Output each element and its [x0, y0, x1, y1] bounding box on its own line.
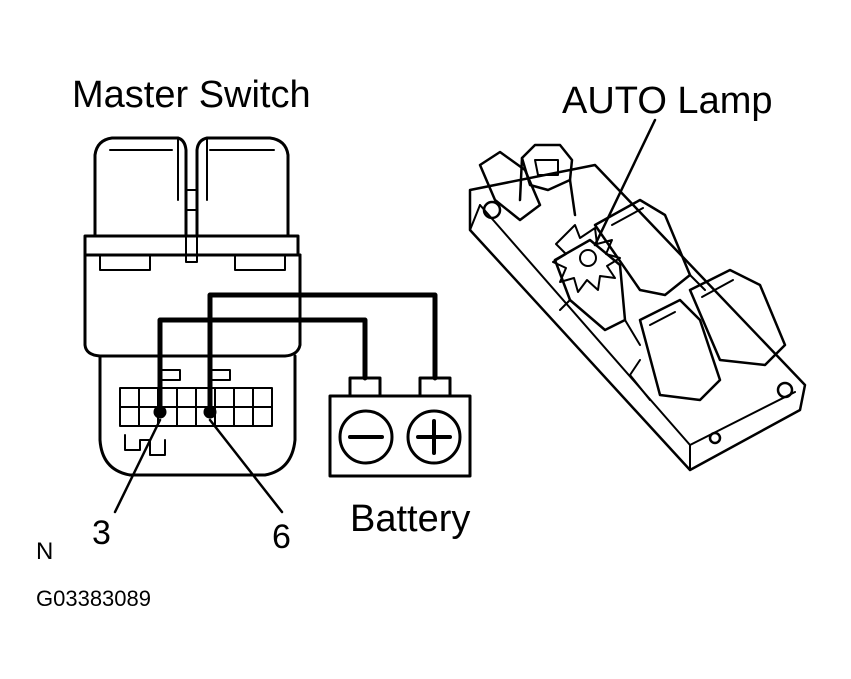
switch-assembly-drawing: [468, 143, 807, 472]
master-switch-label: Master Switch: [72, 74, 311, 116]
battery-drawing: [328, 376, 472, 478]
terminal-6-label: 6: [272, 518, 291, 556]
auto-lamp-label: AUTO Lamp: [562, 80, 773, 122]
wire-terminal-3: [157, 317, 368, 415]
wire-terminal-6: [207, 292, 438, 415]
figure-id: G03383089: [36, 586, 151, 611]
figure-code: N: [36, 538, 54, 565]
master-switch-drawing: [83, 136, 302, 477]
plus-icon: [416, 419, 452, 455]
terminal-3-label: 3: [92, 514, 111, 552]
battery-label: Battery: [350, 498, 471, 540]
auto-lamp-burst: [552, 224, 621, 293]
